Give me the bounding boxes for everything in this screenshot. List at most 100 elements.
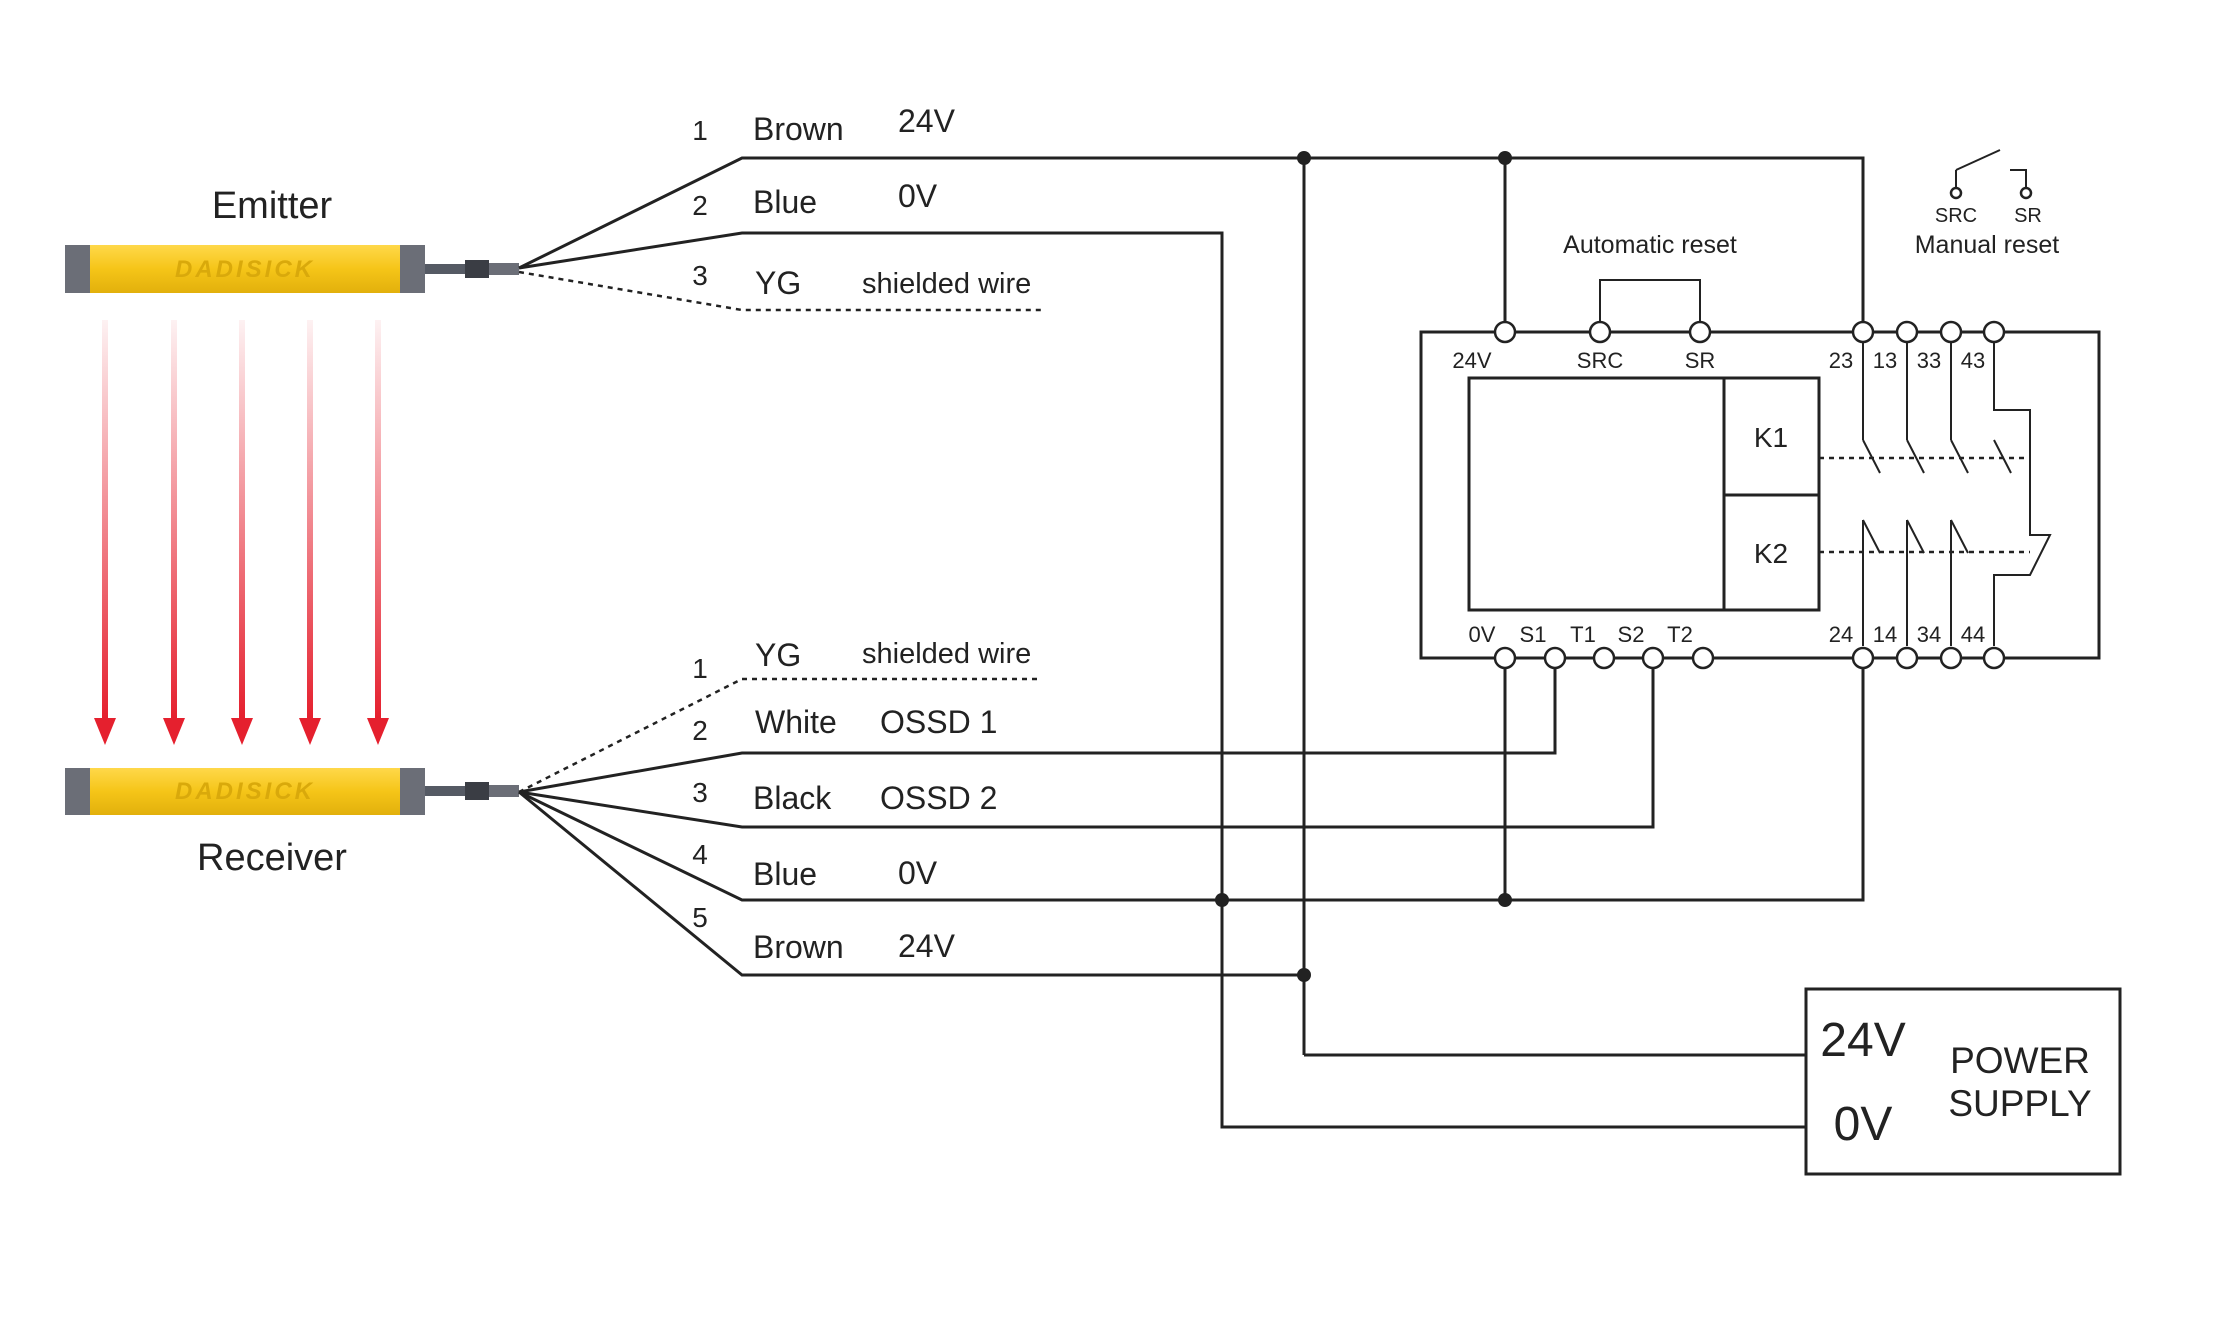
terminal-label: SR: [1685, 348, 1716, 373]
top-terminals: 24V SRC SR 23 13 33 43: [1452, 320, 2006, 373]
terminal-label: S2: [1618, 622, 1645, 647]
receiver-wire-white-ossd1: [518, 658, 1557, 794]
manual-reset-src-contact: [1949, 186, 1963, 200]
relay-k2-label: K2: [1754, 538, 1788, 569]
terminal-t2: [1691, 646, 1715, 670]
terminal-label: 0V: [1469, 622, 1496, 647]
terminal-sr: [1688, 320, 1712, 344]
beam-arrow: [163, 320, 185, 745]
terminal-0v: [1493, 646, 1517, 670]
receiver-wire-3-num: 3: [692, 777, 708, 808]
receiver-title: Receiver: [197, 837, 347, 879]
receiver-end-cap-left: [65, 768, 90, 815]
terminal-s2: [1641, 646, 1665, 670]
terminal-label: SRC: [1577, 348, 1624, 373]
terminal-s1: [1543, 646, 1567, 670]
emitter-wire-1-signal: 24V: [898, 103, 956, 139]
automatic-reset-jumper: [1599, 279, 1701, 332]
terminal-14: [1895, 646, 1919, 670]
terminal-34: [1939, 646, 1963, 670]
terminal-label: 14: [1873, 622, 1897, 647]
receiver-wire-blue-0v: [518, 658, 1865, 902]
emitter-wire-1-num: 1: [692, 115, 708, 146]
terminal-label: T1: [1570, 622, 1596, 647]
receiver-wire-brown-24v: [518, 790, 1304, 977]
terminal-label: 13: [1873, 348, 1897, 373]
power-supply: 24V 0V POWER SUPPLY: [1804, 987, 2122, 1176]
power-supply-title-line2: SUPPLY: [1948, 1083, 2091, 1124]
junction-dot: [1297, 968, 1311, 982]
beam-arrow: [231, 320, 253, 745]
receiver-wire-3-signal: OSSD 2: [880, 780, 997, 816]
emitter-wire-3-signal: shielded wire: [862, 268, 1031, 300]
terminal-label: 24: [1829, 622, 1853, 647]
manual-reset-label: Manual reset: [1915, 231, 2060, 259]
power-supply-title-line1: POWER: [1950, 1040, 2090, 1081]
receiver-connector: [425, 782, 519, 800]
terminal-33: [1939, 320, 1963, 344]
emitter-end-cap-left: [65, 245, 90, 293]
beam-arrow: [367, 320, 389, 745]
manual-reset-src-label: SRC: [1935, 205, 1977, 227]
relay-k1-label: K1: [1754, 422, 1788, 453]
receiver-wire-2-num: 2: [692, 715, 708, 746]
receiver-wire-5-color: Brown: [753, 929, 844, 965]
receiver-wire-1-signal: shielded wire: [862, 638, 1031, 670]
terminal-24v: [1493, 320, 1517, 344]
power-supply-box: [1804, 987, 2122, 1176]
receiver-body: [65, 768, 425, 815]
terminal-43: [1982, 320, 2006, 344]
junction-dot: [1498, 151, 1512, 165]
terminal-13: [1895, 320, 1919, 344]
emitter-body: [65, 245, 425, 293]
terminal-src: [1588, 320, 1612, 344]
beam-arrow: [299, 320, 321, 745]
receiver-wire-2-color: White: [755, 704, 837, 740]
emitter-wire-3-num: 3: [692, 260, 708, 291]
emitter-sensor: Emitter DADISICK: [65, 185, 519, 293]
terminal-label: 44: [1961, 622, 1985, 647]
receiver-wire-5-num: 5: [692, 902, 708, 933]
manual-reset-sr-contact: [2019, 186, 2033, 200]
terminal-label: 34: [1917, 622, 1941, 647]
emitter-wires: 1 Brown 24V 2 Blue 0V 3 YG shielded wire: [518, 103, 1865, 1129]
junction-dot: [1215, 893, 1229, 907]
terminal-label: T2: [1667, 622, 1693, 647]
receiver-wire-4-num: 4: [692, 839, 708, 870]
manual-reset-sr-label: SR: [2014, 205, 2042, 227]
terminal-44: [1982, 646, 2006, 670]
receiver-wire-3-color: Black: [753, 780, 832, 816]
manual-reset-switch: SRC SR Manual reset: [1915, 149, 2060, 259]
receiver-wire-5-signal: 24V: [898, 928, 956, 964]
power-supply-24v-label: 24V: [1820, 1014, 1905, 1067]
bus-wires: [1215, 151, 1806, 1057]
receiver-wire-1-num: 1: [692, 653, 708, 684]
receiver-wire-4-color: Blue: [753, 856, 817, 892]
emitter-wire-2-num: 2: [692, 190, 708, 221]
emitter-wire-3-color: YG: [755, 265, 801, 301]
automatic-reset-label: Automatic reset: [1563, 231, 1737, 259]
light-beams: [94, 320, 389, 745]
receiver-logo: DADISICK: [175, 778, 315, 805]
beam-arrow: [94, 320, 116, 745]
terminal-23: [1851, 320, 1875, 344]
emitter-wire-1-color: Brown: [753, 111, 844, 147]
terminal-label: 33: [1917, 348, 1941, 373]
terminal-label: S1: [1520, 622, 1547, 647]
receiver-wires: 1 YG shielded wire 2 White OSSD 1 3 Blac…: [518, 637, 1865, 977]
terminal-label: 43: [1961, 348, 1985, 373]
safety-relay: K1 K2 Automatic reset: [1419, 231, 2101, 670]
terminal-t1: [1592, 646, 1616, 670]
terminal-label: 24V: [1452, 348, 1491, 373]
bottom-terminals: 0V S1 T1 S2 T2 24 14 34 44: [1469, 622, 2006, 670]
relay-contacts: [1819, 342, 2052, 646]
emitter-wire-2-color: Blue: [753, 184, 817, 220]
junction-dot: [1498, 893, 1512, 907]
receiver-wire-black-ossd2: [518, 658, 1655, 829]
receiver-wire-2-signal: OSSD 1: [880, 704, 997, 740]
emitter-logo: DADISICK: [175, 256, 315, 283]
receiver-wire-yg-shield: [518, 677, 1042, 794]
receiver-wire-1-color: YG: [755, 637, 801, 673]
power-supply-0v-label: 0V: [1834, 1098, 1893, 1151]
